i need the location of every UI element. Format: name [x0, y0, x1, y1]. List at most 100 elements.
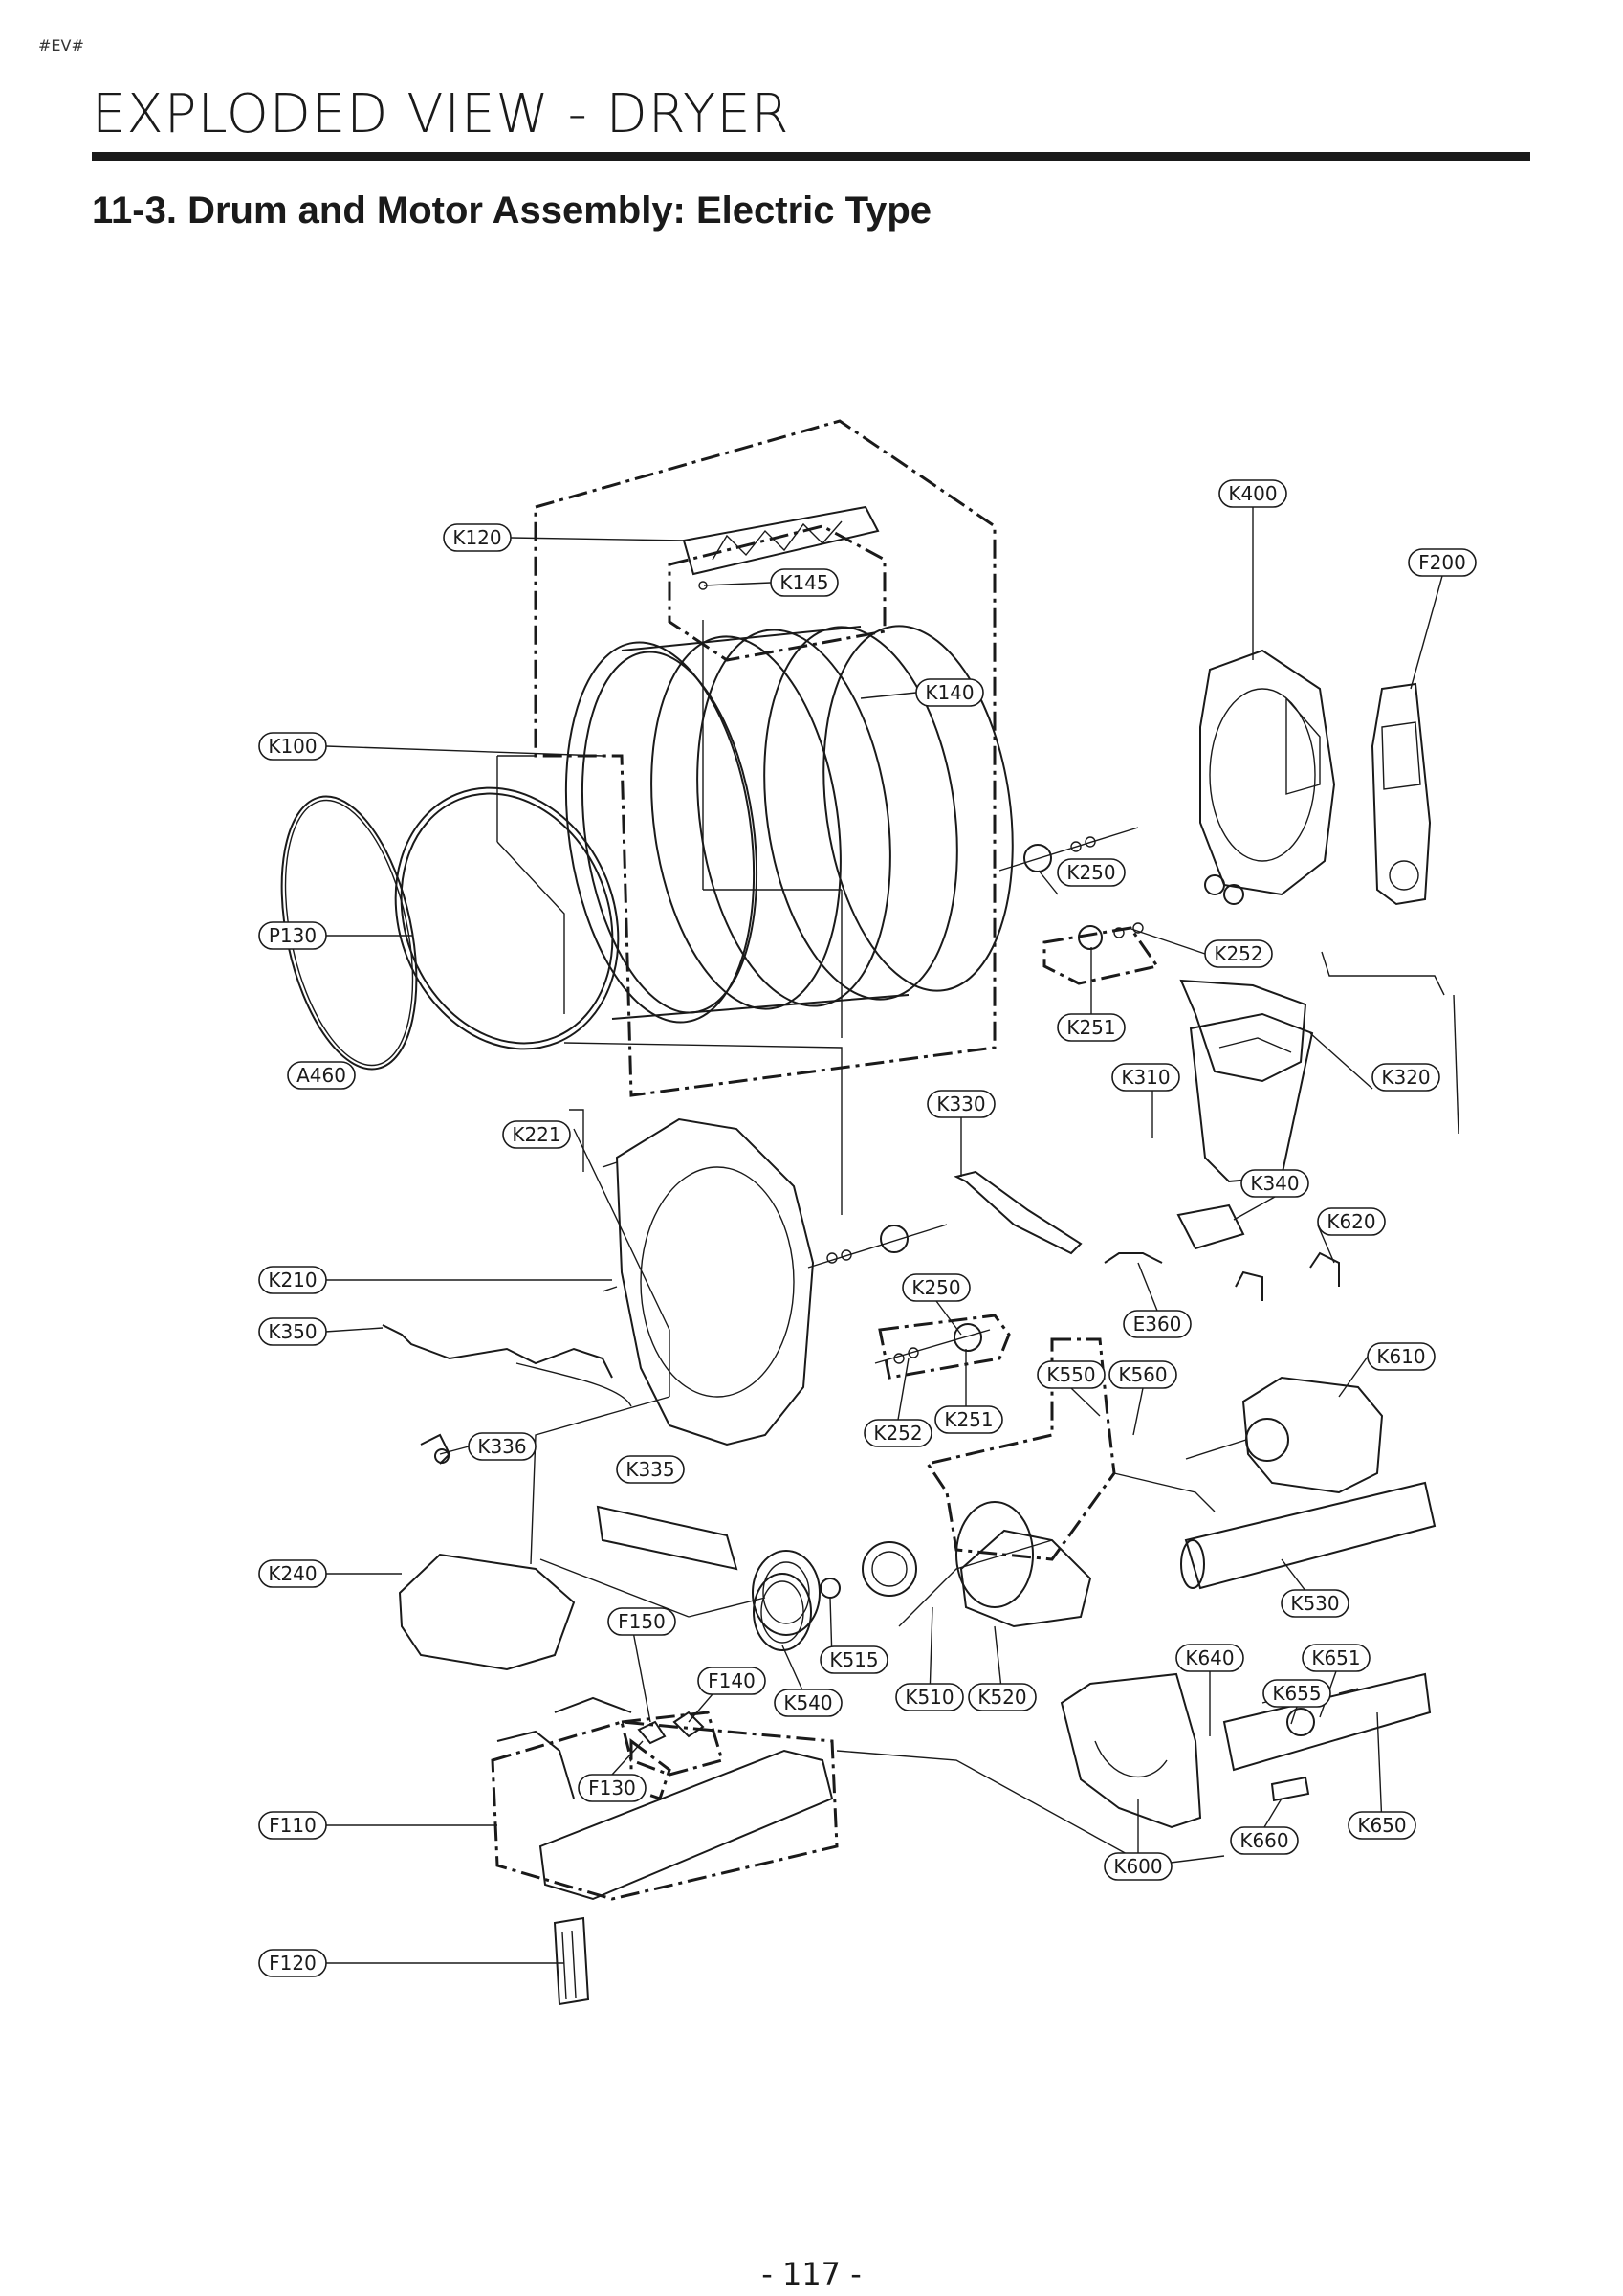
label-K310: K310 [1111, 1063, 1180, 1092]
svg-text:K120: K120 [452, 526, 501, 549]
thermistor-harness [382, 1324, 632, 1407]
lint-filter-guide [1189, 1012, 1314, 1183]
label-K120: K120 [443, 523, 512, 552]
part-labels: K120 K145 K140 K100 P130 A460 K221 K400 … [258, 479, 1477, 1977]
label-K145: K145 [770, 568, 839, 597]
label-K250-front: K250 [902, 1273, 971, 1302]
idler-clips [1104, 1251, 1340, 1301]
svg-text:F150: F150 [618, 1610, 666, 1633]
svg-text:K600: K600 [1113, 1855, 1162, 1878]
svg-text:F130: F130 [588, 1777, 636, 1799]
label-F140: F140 [697, 1667, 766, 1695]
blower-fan [752, 1501, 1092, 1636]
svg-text:K550: K550 [1046, 1363, 1095, 1386]
svg-text:K100: K100 [268, 735, 317, 758]
group-connector-lines [496, 620, 1459, 1866]
label-K651: K651 [1302, 1644, 1371, 1672]
svg-text:K252: K252 [873, 1422, 922, 1445]
svg-text:K515: K515 [829, 1648, 878, 1671]
label-K240: K240 [258, 1559, 327, 1588]
air-duct-K530 [1180, 1481, 1437, 1590]
motor [1185, 1376, 1384, 1494]
ring-K540 [753, 1573, 812, 1651]
duct-K240 [398, 1553, 576, 1671]
svg-text:K655: K655 [1272, 1682, 1321, 1705]
label-K250: K250 [1057, 858, 1126, 887]
belt-rail [954, 1170, 1083, 1255]
section-title: 11-3. Drum and Motor Assembly: Electric … [92, 189, 932, 232]
label-K400: K400 [1218, 479, 1287, 508]
svg-text:P130: P130 [269, 924, 317, 947]
svg-text:K251: K251 [944, 1408, 993, 1431]
svg-text:K340: K340 [1250, 1172, 1299, 1195]
label-F120: F120 [258, 1949, 327, 1977]
svg-text:F110: F110 [269, 1814, 317, 1837]
svg-text:F200: F200 [1418, 551, 1466, 574]
thermostats-F130-F140 [637, 1711, 705, 1745]
svg-text:K320: K320 [1381, 1066, 1430, 1089]
label-K140: K140 [915, 678, 984, 707]
svg-text:K530: K530 [1290, 1592, 1339, 1615]
label-K251-front: K251 [934, 1405, 1003, 1434]
label-K510: K510 [895, 1683, 964, 1711]
label-F150: F150 [607, 1607, 676, 1636]
label-K252-front: K252 [864, 1419, 932, 1447]
label-K650: K650 [1348, 1811, 1416, 1840]
label-K350: K350 [258, 1317, 327, 1346]
front-rollers [807, 1224, 991, 1364]
svg-text:K350: K350 [268, 1320, 317, 1343]
svg-text:K250: K250 [1066, 861, 1115, 884]
svg-text:K560: K560 [1118, 1363, 1167, 1386]
sensor-bracket-K340 [1176, 1203, 1245, 1250]
svg-text:K140: K140 [925, 681, 974, 704]
svg-text:K210: K210 [268, 1269, 317, 1292]
svg-text:K610: K610 [1376, 1345, 1425, 1368]
svg-text:K620: K620 [1327, 1210, 1375, 1233]
front-bulkhead [602, 1117, 815, 1446]
label-K340: K340 [1240, 1169, 1309, 1198]
label-K530: K530 [1281, 1589, 1349, 1618]
label-F110: F110 [258, 1811, 327, 1840]
svg-text:K251: K251 [1066, 1016, 1115, 1039]
page-heading: EXPLODED VIEW - DRYER [92, 83, 790, 145]
label-K515: K515 [820, 1645, 888, 1674]
label-F130: F130 [578, 1774, 647, 1802]
svg-text:K400: K400 [1228, 482, 1277, 505]
rear-rollers [998, 827, 1244, 950]
label-K336: K336 [468, 1432, 537, 1461]
label-K320: K320 [1371, 1063, 1440, 1092]
label-K335: K335 [616, 1455, 685, 1484]
leader-lines [324, 507, 1443, 1964]
spring-K336 [420, 1433, 451, 1465]
rear-bulkhead [1199, 649, 1336, 896]
label-K540: K540 [774, 1689, 843, 1717]
label-K252: K252 [1204, 939, 1273, 968]
page-number: - 117 - [761, 2256, 862, 2292]
heading-rule [92, 152, 1530, 161]
label-K100: K100 [258, 732, 327, 761]
label-K221: K221 [502, 1120, 571, 1149]
corner-tag: #EV# [38, 36, 84, 55]
label-K330: K330 [927, 1090, 996, 1118]
svg-text:K310: K310 [1121, 1066, 1170, 1089]
label-K660: K660 [1230, 1826, 1299, 1855]
cover-plate-K335 [596, 1505, 738, 1571]
svg-text:K240: K240 [268, 1562, 317, 1585]
idler-K660 [1270, 1776, 1310, 1802]
label-K550: K550 [1037, 1360, 1106, 1389]
svg-text:K335: K335 [625, 1458, 674, 1481]
svg-text:A460: A460 [296, 1064, 346, 1087]
label-K640: K640 [1175, 1644, 1244, 1672]
label-F200: F200 [1408, 548, 1477, 577]
label-K600: K600 [1104, 1852, 1173, 1881]
svg-text:E360: E360 [1133, 1313, 1182, 1336]
svg-text:K250: K250 [911, 1276, 960, 1299]
label-K560: K560 [1108, 1360, 1177, 1389]
svg-text:K660: K660 [1239, 1829, 1288, 1852]
svg-text:K145: K145 [779, 571, 828, 594]
lint-housing [1179, 979, 1307, 1083]
svg-text:K221: K221 [512, 1123, 560, 1146]
svg-text:K510: K510 [905, 1686, 954, 1709]
label-E360: E360 [1123, 1310, 1192, 1338]
